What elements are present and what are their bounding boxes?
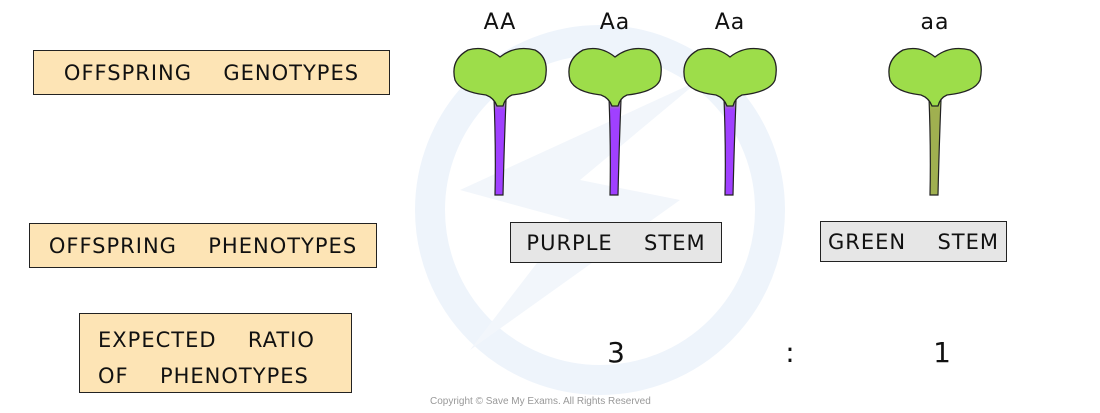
genotype-label: AA [483,10,517,35]
stem [493,97,507,196]
offspring-genotypes-label: OFFSPRING GENOTYPES [33,50,390,95]
offspring-phenotypes-text: OFFSPRING PHENOTYPES [48,233,358,258]
seedling-1 [453,47,547,196]
genotype-label: Aa [599,10,631,35]
cotyledon-leaves [888,47,982,107]
phenotype-purple-text: PURPLE STEM [526,230,706,255]
ratio-purple-value: 3 [607,336,625,369]
genotype-label: Aa [714,10,746,35]
seedling-3 [683,47,777,196]
cotyledon-leaves [453,47,547,107]
cotyledon-leaves [683,47,777,107]
offspring-genotypes-text: OFFSPRING GENOTYPES [63,60,360,85]
seedling-2 [568,47,662,196]
expected-ratio-line1: EXPECTED RATIO [98,328,315,352]
ratio-green-value: 1 [933,336,951,369]
phenotype-green-text: GREEN STEM [827,229,999,254]
expected-ratio-line2: OF PHENOTYPES [98,364,309,388]
stem [608,97,622,196]
stem [723,97,737,196]
seedling-4 [888,47,982,196]
ratio-separator: : [785,336,795,369]
copyright-text: Copyright © Save My Exams. All Rights Re… [430,396,651,407]
stem [928,97,942,196]
phenotype-purple-stem: PURPLE STEM [510,222,722,263]
offspring-phenotypes-label: OFFSPRING PHENOTYPES [29,223,377,268]
cotyledon-leaves [568,47,662,107]
phenotype-green-stem: GREEN STEM [820,221,1007,262]
genotype-label: aa [920,10,950,35]
expected-ratio-label: EXPECTED RATIO OF PHENOTYPES [79,313,352,393]
